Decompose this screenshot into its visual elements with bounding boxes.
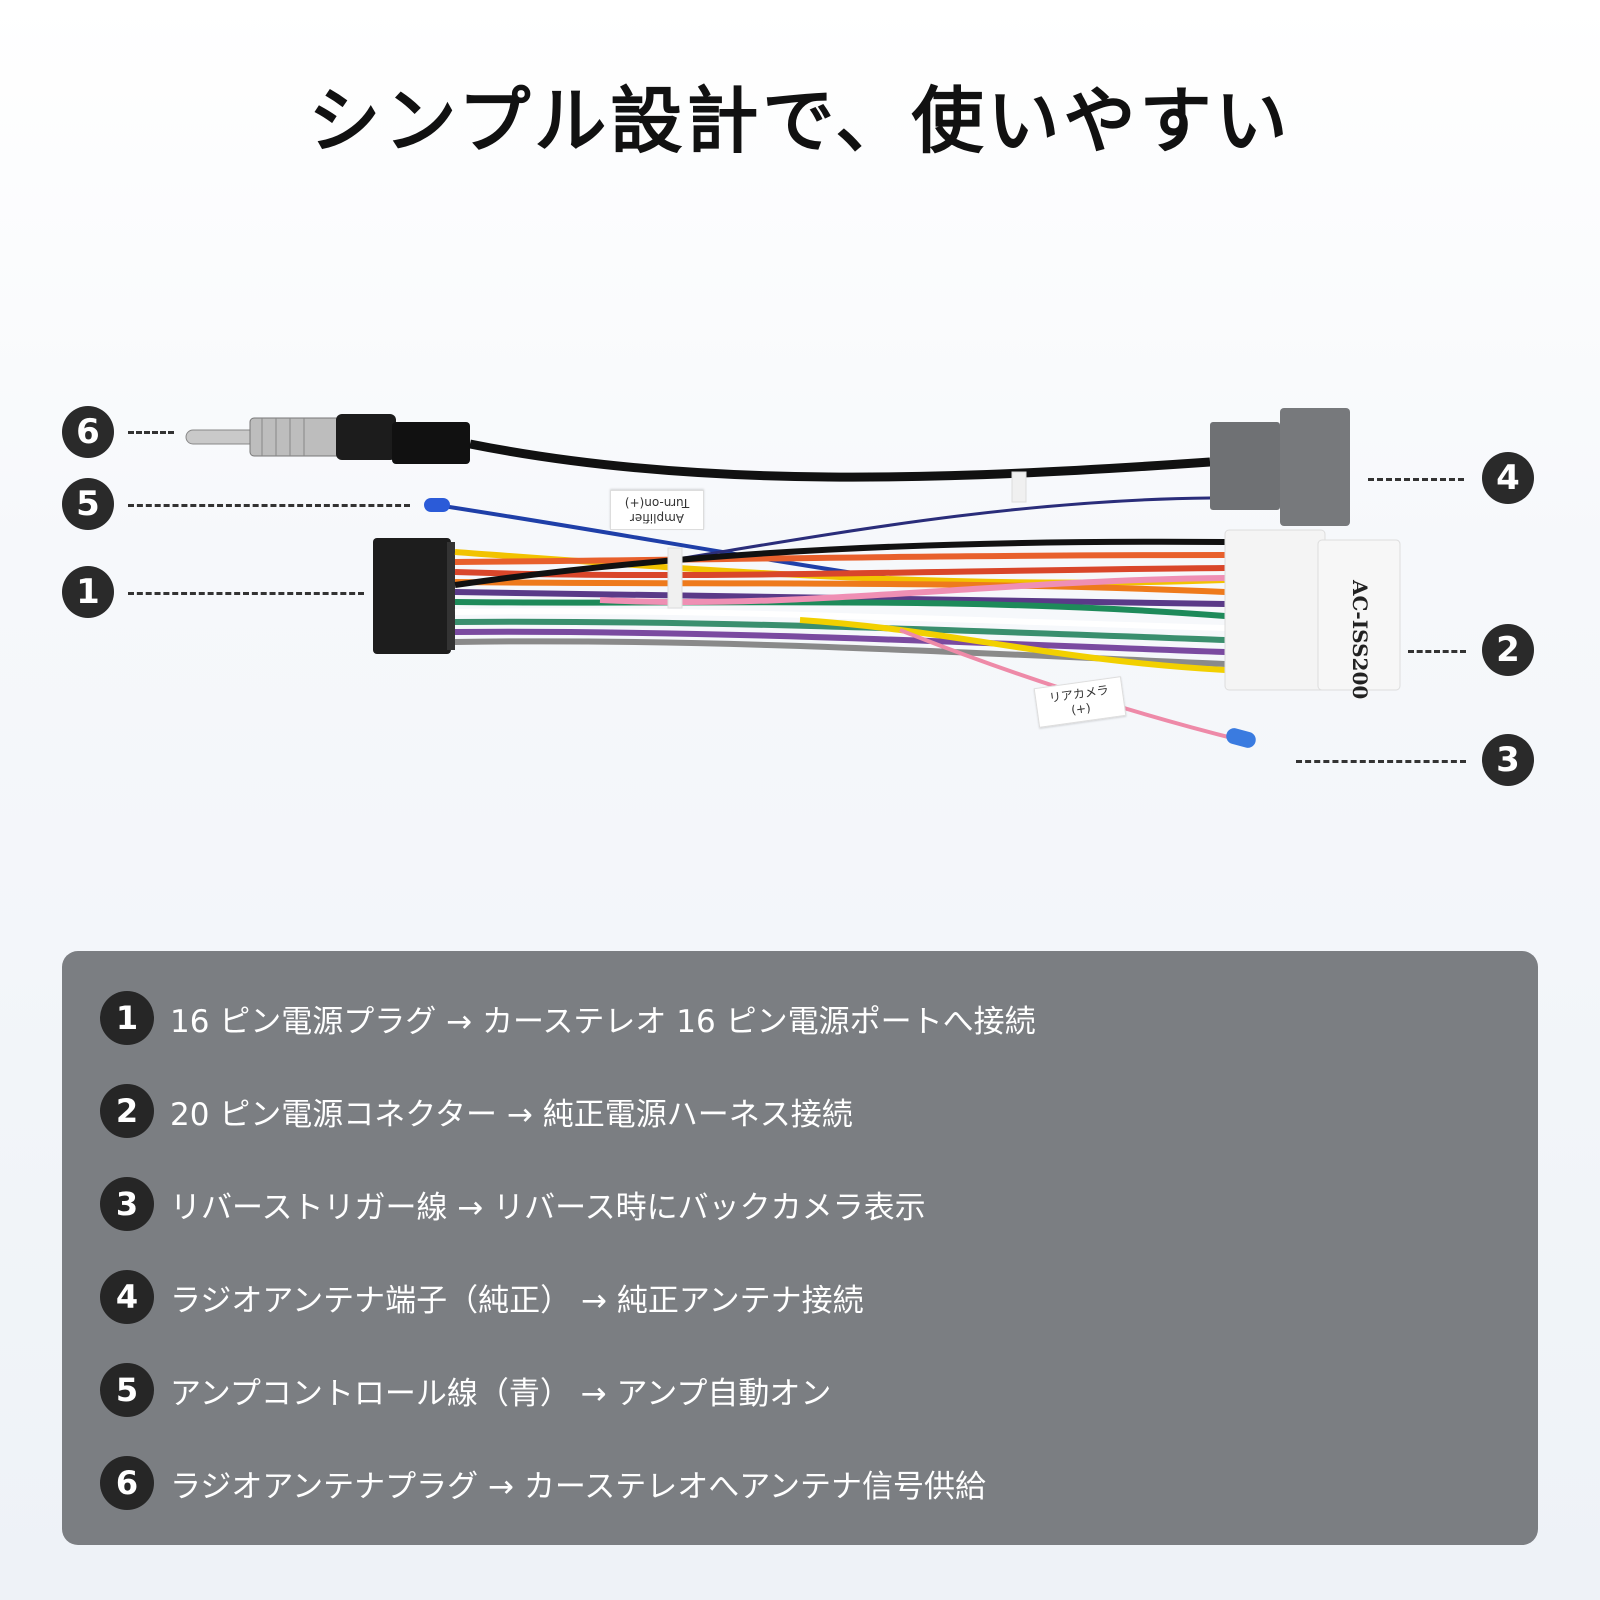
callout-4: 4 [1482,452,1534,504]
legend-number: 3 [100,1177,154,1231]
callout-5-leader [128,504,410,507]
callout-1: 1 [62,566,114,618]
legend-item: 2 20 ピン電源コネクター → 純正電源ハーネス接続 [100,1084,853,1138]
callout-3-leader [1296,760,1466,763]
legend-text: アンプコントロール線（青） → アンプ自動オン [170,1375,832,1412]
callout-2-leader [1408,650,1466,653]
wiring-harness-diagram: Amplifier Turn-on(+) リアカメラ (+) AC-ISS200… [0,380,1600,820]
legend-text: 20 ピン電源コネクター → 純正電源ハーネス接続 [170,1096,853,1133]
legend-number: 2 [100,1084,154,1138]
legend-item: 4 ラジオアンテナ端子（純正） → 純正アンテナ接続 [100,1270,864,1324]
connector-model-label: AC-ISS200 [1348,580,1372,700]
callout-1-leader [128,592,364,595]
callout-5: 5 [62,478,114,530]
callout-6-leader [128,431,174,434]
antenna-plug [185,414,470,464]
callout-6: 6 [62,406,114,458]
harness-illustration [185,408,1401,748]
legend-item: 6 ラジオアンテナプラグ → カーステレオへアンテナ信号供給 [100,1456,986,1510]
legend-text: 16 ピン電源プラグ → カーステレオ 16 ピン電源ポートへ接続 [170,1003,1036,1040]
legend-number: 6 [100,1456,154,1510]
legend-panel: 1 16 ピン電源プラグ → カーステレオ 16 ピン電源ポートへ接続 2 20… [62,951,1538,1545]
legend-number: 4 [100,1270,154,1324]
callout-2: 2 [1482,624,1534,676]
legend-number: 1 [100,991,154,1045]
legend-number: 5 [100,1363,154,1417]
legend-item: 3 リバーストリガー線 → リバース時にバックカメラ表示 [100,1177,926,1231]
legend-text: ラジオアンテナ端子（純正） → 純正アンテナ接続 [170,1282,864,1319]
callout-3: 3 [1482,734,1534,786]
callout-4-leader [1368,478,1464,481]
page-title: シンプル設計で、使いやすい [308,79,1292,163]
legend-text: ラジオアンテナプラグ → カーステレオへアンテナ信号供給 [170,1468,987,1505]
legend-text: リバーストリガー線 → リバース時にバックカメラ表示 [170,1189,926,1226]
amp-wire-tag: Amplifier Turn-on(+) [610,490,704,530]
legend-item: 1 16 ピン電源プラグ → カーステレオ 16 ピン電源ポートへ接続 [100,991,1036,1045]
legend-item: 5 アンプコントロール線（青） → アンプ自動オン [100,1363,831,1417]
